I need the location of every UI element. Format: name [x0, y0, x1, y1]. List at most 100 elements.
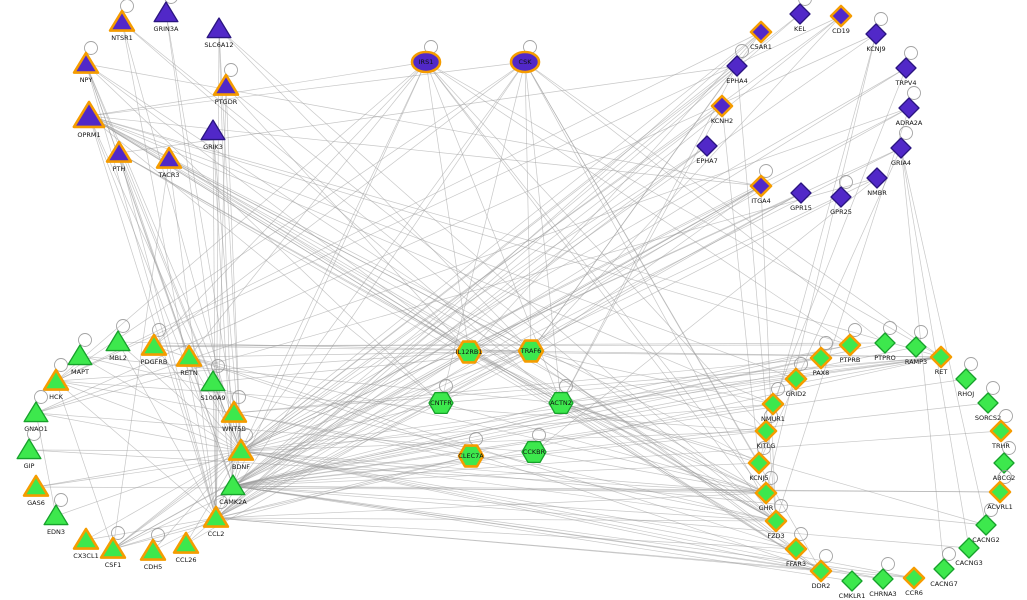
- node-actn2[interactable]: ACTN2: [548, 379, 574, 415]
- node-sorcs2[interactable]: SORCS2: [975, 381, 1001, 423]
- edge: [530, 15, 842, 352]
- edge: [240, 450, 884, 580]
- node-fzd3[interactable]: FZD3: [764, 499, 788, 541]
- hexagon-node-shape: [428, 391, 454, 415]
- node-abcg2[interactable]: ABCG2: [993, 441, 1016, 483]
- edge: [524, 61, 777, 522]
- node-gas6[interactable]: GAS6: [22, 474, 50, 507]
- edge: [560, 344, 851, 404]
- node-cdh5[interactable]: CDH5: [139, 528, 167, 572]
- triangle-node-shape: [153, 1, 179, 23]
- node-cckbr[interactable]: CCKBR: [521, 428, 547, 464]
- node-ddr2[interactable]: DDR2: [809, 549, 833, 591]
- node-mbl2[interactable]: MBL2: [105, 319, 131, 363]
- node-pth[interactable]: PTH: [105, 140, 133, 173]
- diamond-node-shape: [865, 23, 887, 45]
- node-npy[interactable]: NPY: [72, 41, 100, 85]
- edge: [212, 130, 234, 487]
- edge: [232, 356, 942, 487]
- diamond-node-shape: [929, 345, 953, 369]
- triangle-node-shape: [72, 100, 106, 129]
- diamond-node-shape: [696, 135, 718, 157]
- node-grin3a[interactable]: GRIN3A: [153, 0, 179, 33]
- node-oprm1[interactable]: OPRM1: [72, 100, 106, 139]
- node-label: CCL2: [208, 530, 225, 538]
- triangle-node-shape: [139, 538, 167, 561]
- edge: [530, 350, 822, 572]
- node-label: CCL26: [176, 556, 197, 564]
- triangle-node-shape: [67, 344, 93, 366]
- edge: [88, 115, 242, 452]
- edge: [232, 430, 767, 487]
- edge: [232, 107, 910, 487]
- node-nmbr[interactable]: NMBR: [866, 167, 888, 197]
- node-edn3[interactable]: EDN3: [43, 493, 69, 537]
- edge: [79, 355, 777, 522]
- diamond-node-shape: [726, 55, 748, 77]
- self-loop-edge: [151, 528, 165, 542]
- node-kel[interactable]: KEL: [789, 0, 812, 33]
- node-cx3cl1[interactable]: CX3CL1: [72, 527, 100, 560]
- node-ccl26[interactable]: CCL26: [172, 531, 200, 564]
- node-trhr[interactable]: TRHR: [989, 409, 1013, 451]
- edge: [240, 192, 802, 452]
- edge: [35, 412, 535, 453]
- node-gip[interactable]: GIP: [16, 427, 42, 471]
- node-cacng7[interactable]: CACNG7: [930, 547, 958, 589]
- triangle-node-shape: [72, 51, 100, 74]
- node-csf1[interactable]: CSF1: [99, 526, 127, 570]
- edge: [188, 356, 242, 452]
- triangle-node-shape: [202, 505, 230, 528]
- node-gria4[interactable]: GRIA4: [890, 126, 913, 168]
- edge: [28, 449, 242, 452]
- node-cacng2[interactable]: CACNG2: [972, 503, 1000, 545]
- node-pax8[interactable]: PAX8: [809, 336, 833, 378]
- diamond-node-shape: [895, 57, 917, 79]
- edge: [232, 462, 760, 487]
- edge: [240, 61, 427, 452]
- node-kcnj9[interactable]: KCNJ9: [865, 12, 888, 54]
- node-traf6[interactable]: TRAF6: [517, 339, 545, 363]
- node-cd19[interactable]: CD19: [829, 4, 853, 35]
- triangle-node-shape: [206, 17, 232, 39]
- edge: [165, 12, 234, 487]
- edge: [232, 105, 723, 487]
- node-ccr6[interactable]: CCR6: [902, 566, 926, 597]
- node-cacng3[interactable]: CACNG3: [955, 537, 983, 567]
- node-label: SORCS2: [975, 414, 1001, 422]
- node-chrna3[interactable]: CHRNA3: [869, 557, 897, 599]
- node-label: RHOJ: [958, 390, 975, 398]
- node-ntsr1[interactable]: NTSR1: [108, 0, 136, 42]
- self-loop-edge: [794, 527, 808, 541]
- edge: [153, 61, 526, 347]
- node-cmklr1[interactable]: CMKLR1: [839, 570, 866, 600]
- node-gnao1[interactable]: GNAO1: [23, 390, 49, 434]
- edge: [900, 147, 970, 549]
- diamond-node-shape: [754, 419, 778, 443]
- node-trpv4[interactable]: TRPV4: [895, 46, 918, 88]
- node-label: DDR2: [812, 582, 831, 590]
- triangle-node-shape: [22, 474, 50, 497]
- node-adra2a[interactable]: ADRA2A: [896, 86, 923, 128]
- node-rhoj[interactable]: RHOJ: [955, 357, 978, 399]
- edge: [218, 28, 242, 452]
- edge: [55, 61, 526, 382]
- node-ret[interactable]: RET: [929, 345, 953, 376]
- node-label: KCNJ9: [866, 45, 885, 53]
- node-irs1[interactable]: IRS1: [410, 40, 442, 74]
- edge: [85, 63, 234, 487]
- node-csk[interactable]: CSK: [509, 40, 541, 74]
- self-loop-edge: [881, 557, 895, 571]
- self-loop-edge: [984, 503, 998, 517]
- node-c5ar1[interactable]: C5AR1: [749, 20, 773, 51]
- triangle-node-shape: [172, 531, 200, 554]
- triangle-node-shape: [220, 400, 248, 423]
- edge: [55, 380, 472, 457]
- edge: [440, 356, 942, 404]
- ellipse-node-shape: [509, 50, 541, 74]
- node-hck[interactable]: HCK: [42, 358, 70, 402]
- node-acvrl1[interactable]: ACVRL1: [987, 470, 1013, 512]
- edge: [225, 85, 777, 522]
